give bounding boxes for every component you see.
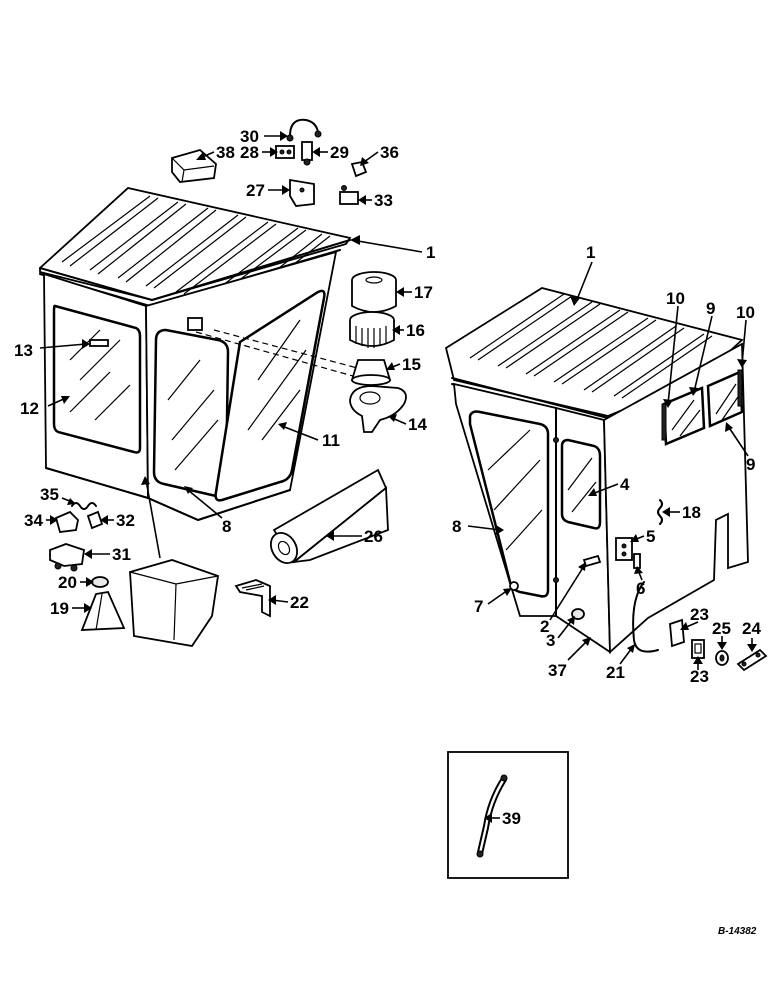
- callout-27: 27: [246, 181, 265, 200]
- door-window: [560, 438, 602, 530]
- callout-9: 9: [746, 455, 755, 474]
- callout-19: 19: [50, 599, 69, 618]
- right-front-window: [468, 410, 550, 598]
- door-window: [152, 328, 230, 498]
- callout-1: 1: [586, 243, 595, 262]
- callout-1: 1: [426, 243, 435, 262]
- support-bar: [736, 648, 768, 672]
- callout-39: 39: [502, 809, 521, 828]
- handrail: [477, 777, 503, 853]
- callout-35: 35: [40, 485, 59, 504]
- callout-20: 20: [58, 573, 77, 592]
- callout-22: 22: [290, 593, 309, 612]
- hinge-block: [691, 639, 705, 659]
- vent-plate: [187, 317, 203, 331]
- callout-32: 32: [116, 511, 135, 530]
- callout-7: 7: [474, 597, 483, 616]
- door-lock: [571, 608, 585, 620]
- callout-17: 17: [414, 283, 433, 302]
- front-window: [214, 289, 326, 502]
- callout-labels: 1 1 2 3 4 5 6 7 8 8 9 9 10 10 11 12 13 1…: [14, 127, 761, 828]
- callout-8: 8: [222, 517, 231, 536]
- callout-31: 31: [112, 545, 131, 564]
- latch-bracket: [54, 510, 79, 533]
- callout-29: 29: [330, 143, 349, 162]
- fan-housing: [349, 385, 407, 433]
- spring: [71, 502, 97, 510]
- right-cab-assembly: [444, 287, 749, 654]
- callout-10: 10: [666, 289, 685, 308]
- callout-26: 26: [364, 527, 383, 546]
- callout-25: 25: [712, 619, 731, 638]
- callout-21: 21: [606, 663, 625, 682]
- window-bar: [89, 339, 109, 347]
- callout-28: 28: [240, 143, 259, 162]
- knob: [91, 576, 109, 588]
- callout-30: 30: [240, 127, 259, 146]
- left-cab-assembly: [39, 187, 352, 521]
- pedestal: [80, 590, 126, 631]
- callout-13: 13: [14, 341, 33, 360]
- side-window: [52, 304, 142, 454]
- callout-12: 12: [20, 399, 39, 418]
- callout-18: 18: [682, 503, 701, 522]
- callout-33: 33: [374, 191, 393, 210]
- callout-4: 4: [620, 475, 630, 494]
- wire-clip: [350, 160, 368, 178]
- callout-16: 16: [406, 321, 425, 340]
- callout-15: 15: [402, 355, 421, 374]
- callout-8: 8: [452, 517, 461, 536]
- wiper-motor: [49, 543, 85, 567]
- hardware-parts: [669, 618, 768, 672]
- callout-11: 11: [322, 431, 340, 450]
- callout-3: 3: [546, 631, 555, 650]
- electrical-parts: [171, 118, 368, 207]
- callout-5: 5: [646, 527, 655, 546]
- latch-plate: [615, 537, 633, 561]
- callout-6: 6: [636, 579, 645, 598]
- callout-9: 9: [706, 299, 715, 318]
- seat-box: [129, 559, 220, 647]
- drawing-reference: B-14382: [718, 926, 757, 937]
- callout-24: 24: [742, 619, 761, 638]
- callout-37: 37: [548, 661, 567, 680]
- relay: [339, 191, 359, 205]
- callout-34: 34: [24, 511, 43, 530]
- loose-parts: [49, 468, 389, 647]
- inset-box: [447, 751, 569, 879]
- callout-2: 2: [540, 617, 549, 636]
- door-rod: [632, 581, 659, 653]
- heater-parts: [349, 271, 407, 433]
- callout-14: 14: [408, 415, 427, 434]
- callout-10: 10: [736, 303, 755, 322]
- mounting-bracket: [289, 178, 315, 207]
- step-bracket: [234, 579, 271, 618]
- leader-lines: [39, 131, 757, 823]
- callout-38: 38: [216, 143, 235, 162]
- left-cab-roof: [39, 187, 352, 301]
- callout-36: 36: [380, 143, 399, 162]
- callout-23: 23: [690, 605, 709, 624]
- callout-23: 23: [690, 667, 709, 686]
- hinge-plate: [669, 618, 685, 648]
